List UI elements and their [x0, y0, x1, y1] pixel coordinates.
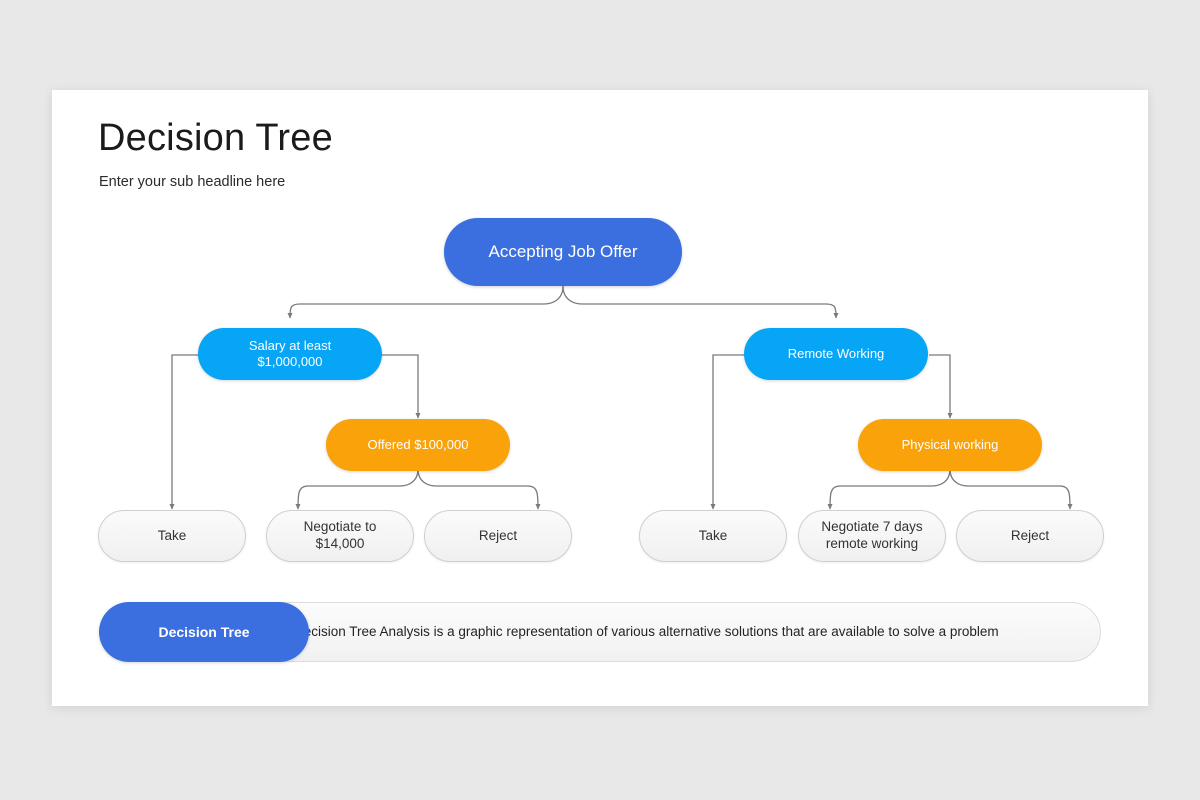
caption-tag-label: Decision Tree: [99, 602, 309, 662]
node-physical-working[interactable]: Physical working: [858, 419, 1042, 471]
node-label: Take: [157, 527, 187, 543]
node-label: Reject: [1010, 527, 1050, 543]
page-title: Decision Tree: [98, 117, 333, 159]
node-label: Accepting Job Offer: [488, 242, 638, 262]
node-reject-left[interactable]: Reject: [424, 510, 572, 562]
node-reject-right[interactable]: Reject: [956, 510, 1104, 562]
node-label: Reject: [478, 527, 518, 543]
node-accepting-job-offer[interactable]: Accepting Job Offer: [444, 218, 682, 286]
node-label: Take: [698, 527, 728, 543]
node-label: Negotiate to $14,000: [303, 519, 377, 551]
page-subtitle: Enter your sub headline here: [99, 174, 286, 190]
node-negotiate-7-days-remote-working[interactable]: Negotiate 7 days remote working: [798, 510, 946, 562]
node-label: Salary at least $1,000,000: [248, 337, 332, 369]
slide-canvas: Decision Tree Enter your sub headline he…: [52, 90, 1148, 706]
node-label: Offered $100,000: [367, 436, 469, 452]
node-negotiate-to-14000[interactable]: Negotiate to $14,000: [266, 510, 414, 562]
node-take-right[interactable]: Take: [639, 510, 787, 562]
node-label: Remote Working: [787, 345, 885, 361]
decision-tree-diagram: Accepting Job Offer Salary at least $1,0…: [52, 90, 1148, 706]
node-label: Physical working: [901, 436, 999, 452]
caption-bar: A Decision Tree Analysis is a graphic re…: [99, 602, 1101, 662]
node-take-left[interactable]: Take: [98, 510, 246, 562]
node-label: Negotiate 7 days remote working: [821, 519, 923, 551]
node-offered-100000[interactable]: Offered $100,000: [326, 419, 510, 471]
node-salary-at-least[interactable]: Salary at least $1,000,000: [198, 328, 382, 380]
caption-description: A Decision Tree Analysis is a graphic re…: [229, 602, 1101, 662]
node-remote-working[interactable]: Remote Working: [744, 328, 928, 380]
